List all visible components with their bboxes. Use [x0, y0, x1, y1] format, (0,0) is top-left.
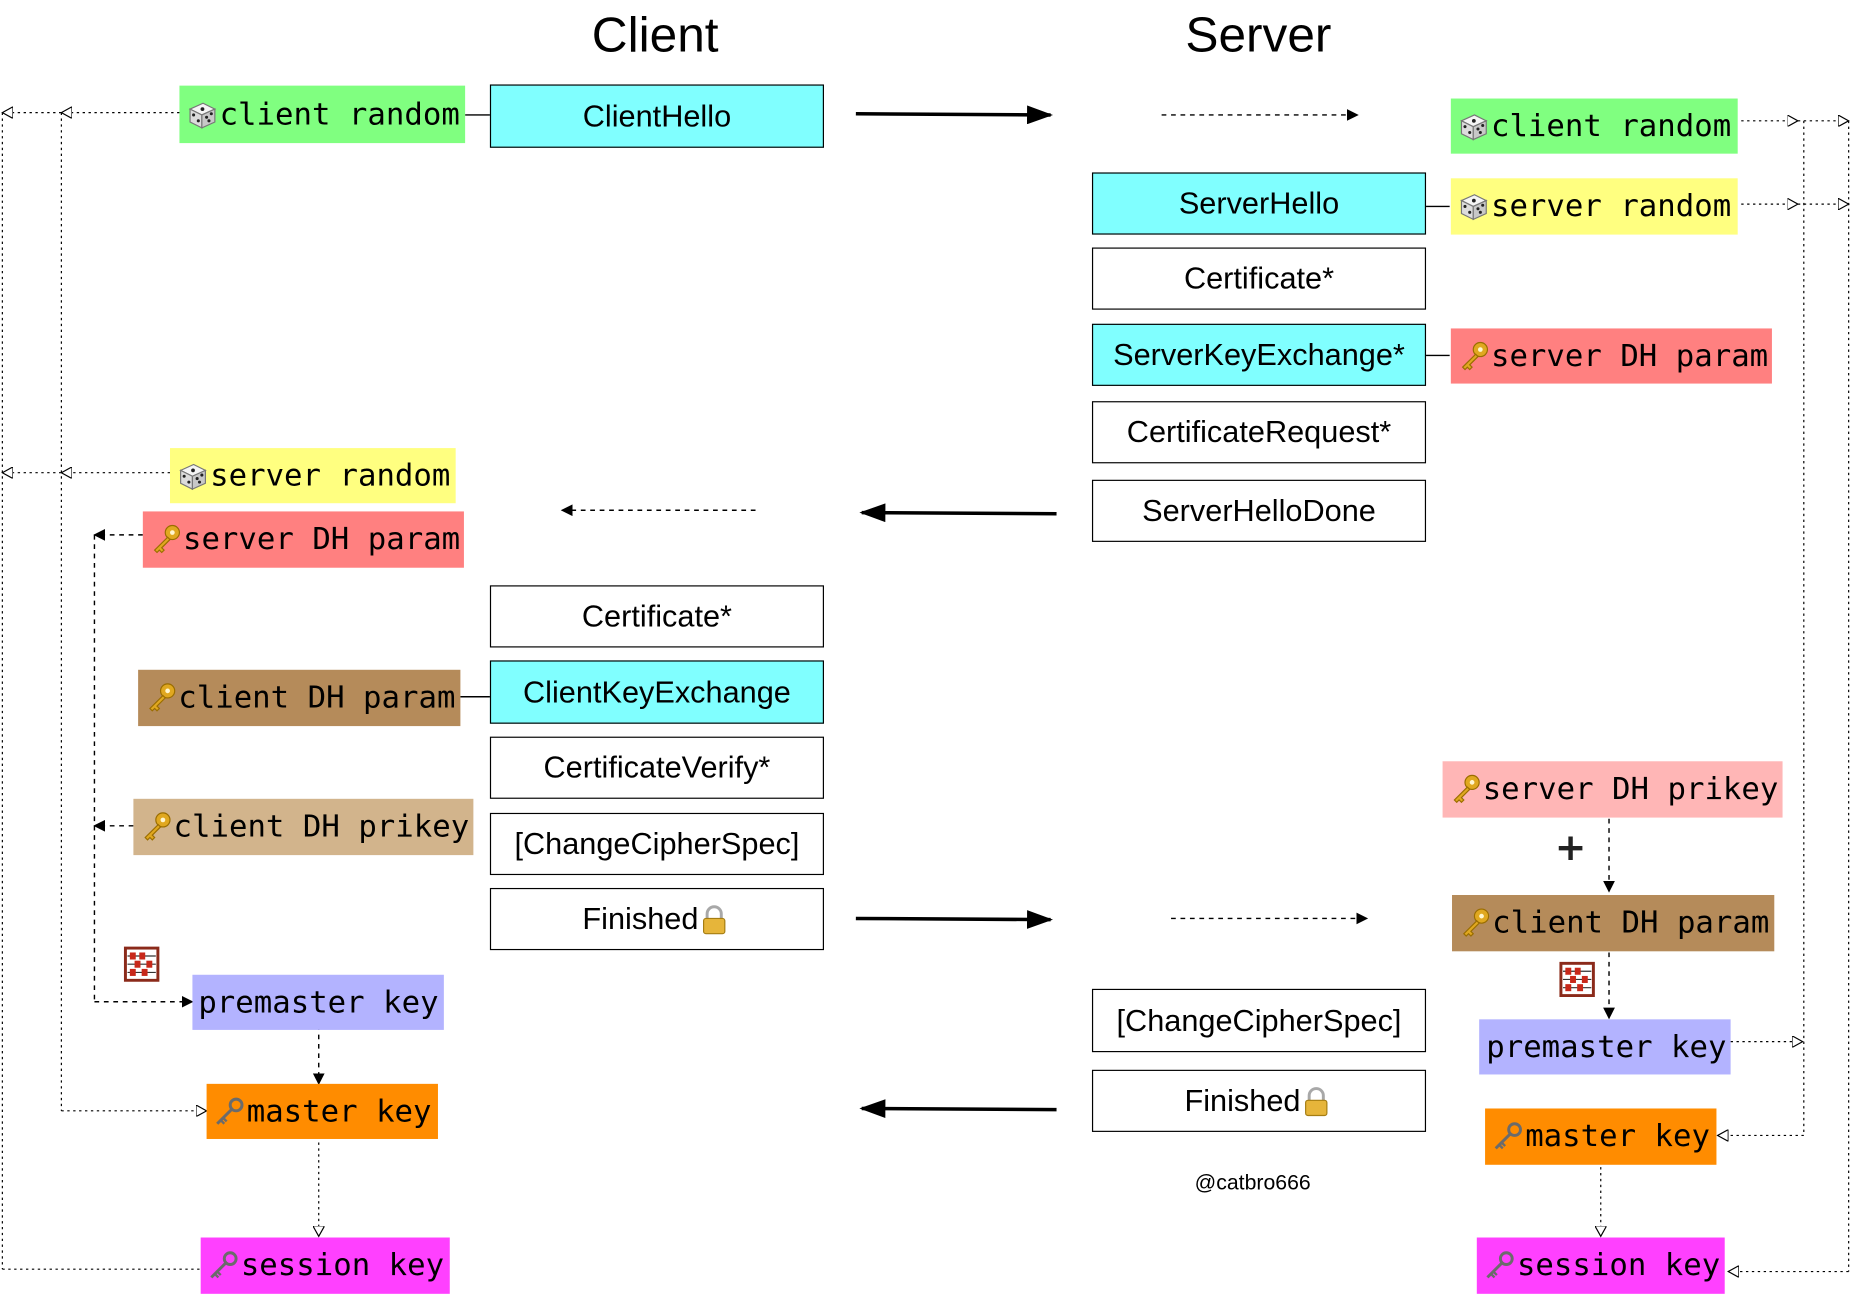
server-hello-label: ServerHello: [1178, 185, 1340, 221]
client-side-server-dh-param: server DH param: [142, 511, 464, 568]
dice-icon: [189, 102, 216, 128]
server-header: Server: [1185, 7, 1332, 63]
old-key-icon: [1494, 1122, 1522, 1150]
server-change-cipher-spec-label: [ChangeCipherSpec]: [1116, 1002, 1402, 1038]
lock-icon: [701, 904, 726, 935]
server-change-cipher-spec-message: [ChangeCipherSpec]: [1091, 988, 1427, 1053]
server-hello-done-message: ServerHelloDone: [1091, 479, 1427, 542]
key-icon: [1453, 774, 1480, 803]
key-icon: [1462, 341, 1489, 370]
server-hello-done-label: ServerHelloDone: [1142, 492, 1376, 528]
server-side-master-key: master key: [1485, 1108, 1717, 1165]
client-certificate-label: Certificate*: [581, 598, 733, 634]
lock-icon: [1303, 1086, 1328, 1117]
old-key-icon: [209, 1251, 238, 1279]
server-key-exchange-message: ServerKeyExchange*: [1091, 323, 1427, 386]
master-key-label: master key: [246, 1093, 432, 1130]
server-hello-message: ServerHello: [1091, 172, 1427, 235]
server-side-server-dh-param: server DH param: [1450, 328, 1772, 384]
client-finished-label: Finished: [582, 900, 699, 937]
client-side-client-dh-prikey: client DH prikey: [133, 798, 474, 856]
server-side-server-random: server random: [1450, 178, 1738, 235]
server-side-server-dh-prikey: server DH prikey: [1442, 761, 1783, 818]
server-dh-param-label: server DH param: [182, 521, 461, 558]
old-key-icon: [215, 1097, 244, 1125]
session-key-label: session key: [240, 1248, 445, 1284]
server-certificate-message: Certificate*: [1091, 247, 1427, 310]
certificate-verify-label: CertificateVerify*: [543, 749, 771, 785]
client-side-server-random: server random: [169, 448, 456, 504]
server-side-client-random: client random: [1450, 98, 1738, 154]
client-side-client-dh-param: client DH param: [138, 669, 461, 727]
premaster-key-label: premaster key: [1486, 1029, 1727, 1065]
key-icon: [144, 812, 171, 841]
client-certificate-message: Certificate*: [489, 585, 824, 648]
server-side-premaster-key: premaster key: [1479, 1019, 1731, 1075]
client-change-cipher-spec-label: [ChangeCipherSpec]: [514, 825, 800, 861]
client-side-premaster-key: premaster key: [192, 974, 444, 1030]
dice-icon: [180, 463, 206, 490]
dice-icon: [1460, 194, 1487, 220]
key-icon: [154, 524, 181, 554]
abacus-icon: [1559, 961, 1595, 998]
server-random-label: server random: [210, 458, 451, 494]
server-finished-label: Finished: [1184, 1082, 1301, 1118]
server-dh-param-label: server DH param: [1490, 338, 1769, 374]
transfer-arrows: [855, 105, 1057, 1119]
client-dh-param-label: client DH param: [178, 680, 456, 716]
server-side-client-dh-param: client DH param: [1452, 894, 1775, 952]
server-certificate-label: Certificate*: [1183, 260, 1335, 296]
key-icon: [1463, 908, 1490, 937]
dashed-middle-arrows: [560, 109, 1369, 925]
abacus-icon: [123, 946, 160, 982]
client-key-exchange-message: ClientKeyExchange: [489, 660, 824, 724]
plus-symbol: +: [1554, 824, 1587, 870]
server-dotted-lines: [1601, 121, 1849, 1272]
client-random-label: client random: [219, 96, 460, 132]
client-side-master-key: master key: [206, 1083, 438, 1139]
server-finished-message: Finished: [1091, 1069, 1427, 1132]
client-random-label: client random: [1490, 108, 1732, 144]
client-key-exchange-label: ClientKeyExchange: [522, 673, 791, 710]
server-dh-prikey-label: server DH prikey: [1482, 771, 1779, 808]
key-icon: [149, 683, 176, 712]
author-credit: @catbro666: [1194, 1170, 1311, 1195]
certificate-request-label: CertificateRequest*: [1126, 414, 1392, 450]
client-dotted-lines: [2, 113, 318, 1270]
client-finished-message: Finished: [489, 887, 824, 951]
server-key-exchange-label: ServerKeyExchange*: [1113, 336, 1405, 372]
client-side-client-random: client random: [179, 85, 466, 144]
certificate-request-message: CertificateRequest*: [1091, 401, 1427, 464]
client-side-session-key: session key: [200, 1237, 450, 1294]
certificate-verify-message: CertificateVerify*: [489, 736, 824, 799]
server-random-label: server random: [1490, 188, 1732, 225]
client-hello-message: ClientHello: [489, 84, 824, 148]
session-key-label: session key: [1516, 1248, 1721, 1284]
client-change-cipher-spec-message: [ChangeCipherSpec]: [489, 812, 824, 876]
premaster-key-label: premaster key: [198, 984, 439, 1020]
client-dh-param-label: client DH param: [1492, 905, 1770, 941]
old-key-icon: [1485, 1251, 1514, 1279]
dice-icon: [1460, 113, 1487, 140]
client-header: Client: [591, 7, 719, 63]
server-side-session-key: session key: [1476, 1237, 1725, 1294]
client-dh-prikey-label: client DH prikey: [173, 809, 470, 845]
client-hello-label: ClientHello: [582, 97, 732, 134]
master-key-label: master key: [1525, 1119, 1711, 1155]
